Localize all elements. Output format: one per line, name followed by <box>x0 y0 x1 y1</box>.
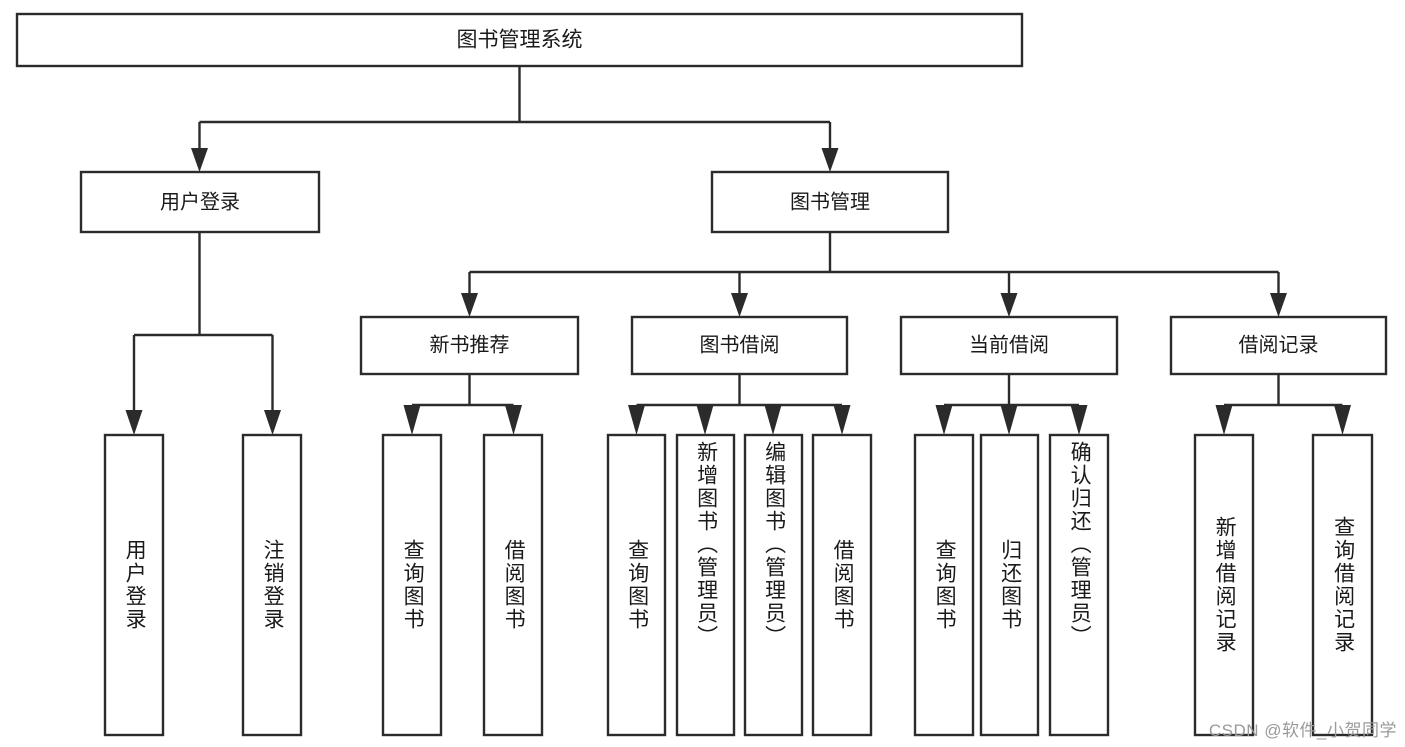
leaf-query-book-3-box[interactable] <box>913 433 975 737</box>
leaf-query-book-2-box[interactable] <box>606 433 667 737</box>
arrowhead-leaf-add-record <box>1215 405 1233 435</box>
arrowhead-borrow-record <box>1270 293 1287 317</box>
node-borrow-record-box[interactable] <box>1169 315 1388 376</box>
leaf-return-book-box[interactable] <box>979 433 1040 737</box>
connectors-book-mgmt-to-level2 <box>461 232 1287 317</box>
arrowhead-new-book <box>461 293 478 317</box>
arrowhead-leaf-return-book <box>1000 405 1018 435</box>
arrowhead-leaf-confirm-return <box>1070 405 1088 435</box>
leaf-user-login-box[interactable] <box>103 433 165 737</box>
arrowhead-leaf-query-book-3 <box>935 405 953 435</box>
watermark-text: CSDN @软件_小贺同学 <box>1208 721 1397 740</box>
node-user-login-box[interactable] <box>79 170 321 234</box>
arrowhead-user-login <box>191 148 208 172</box>
connectors-book-borrow-to-leaves <box>628 374 851 435</box>
node-book-borrow-box[interactable] <box>630 315 849 376</box>
node-book-borrow-label: 图书借阅 <box>700 333 780 356</box>
arrowhead-book-borrow <box>731 293 748 317</box>
node-book-mgmt-box[interactable] <box>710 170 950 234</box>
connectors-user-login-to-leaves <box>125 232 281 435</box>
leaf-query-book-1-box[interactable] <box>381 433 443 737</box>
node-current-borrow-box[interactable] <box>899 315 1119 376</box>
connectors-new-book-to-leaves <box>403 374 522 435</box>
arrowhead-leaf-edit-book <box>764 405 782 435</box>
leaf-add-record-box[interactable] <box>1193 433 1255 737</box>
leaf-borrow-book-2-box[interactable] <box>811 433 873 737</box>
connectors-current-borrow-to-leaves <box>935 374 1088 435</box>
arrowhead-leaf-add-book <box>696 405 714 435</box>
arrowhead-leaf-user-login <box>125 410 143 435</box>
connectors-root-to-level1 <box>191 66 839 172</box>
node-borrow-record-label: 借阅记录 <box>1239 333 1319 356</box>
connectors-borrow-record-to-leaves <box>1215 374 1351 435</box>
arrowhead-leaf-borrow-book-2 <box>833 405 851 435</box>
node-current-borrow-label: 当前借阅 <box>969 333 1049 356</box>
leaf-edit-book-box[interactable] <box>743 433 804 737</box>
arrowhead-current-borrow <box>1000 293 1018 317</box>
node-root-label: 图书管理系统 <box>457 29 583 52</box>
node-book-mgmt-label: 图书管理 <box>790 190 870 213</box>
node-user-login-label: 用户登录 <box>160 190 240 213</box>
arrowhead-book-mgmt <box>821 148 839 172</box>
arrowhead-leaf-borrow-book-1 <box>505 405 522 435</box>
leaf-logout-box[interactable] <box>241 433 303 737</box>
leaf-borrow-book-1-box[interactable] <box>482 433 544 737</box>
arrowhead-leaf-logout <box>264 410 281 435</box>
node-root-box[interactable] <box>15 12 1024 68</box>
leaf-confirm-return-box[interactable] <box>1048 433 1110 737</box>
node-new-book-label: 新书推荐 <box>430 333 510 356</box>
arrowhead-leaf-query-book-1 <box>403 405 421 435</box>
arrowhead-leaf-query-book-2 <box>628 405 645 435</box>
leaf-add-book-box[interactable] <box>675 433 736 737</box>
leaf-query-record-box[interactable] <box>1311 433 1374 737</box>
arrowhead-leaf-query-record <box>1334 405 1351 435</box>
node-new-book-box[interactable] <box>359 315 580 376</box>
